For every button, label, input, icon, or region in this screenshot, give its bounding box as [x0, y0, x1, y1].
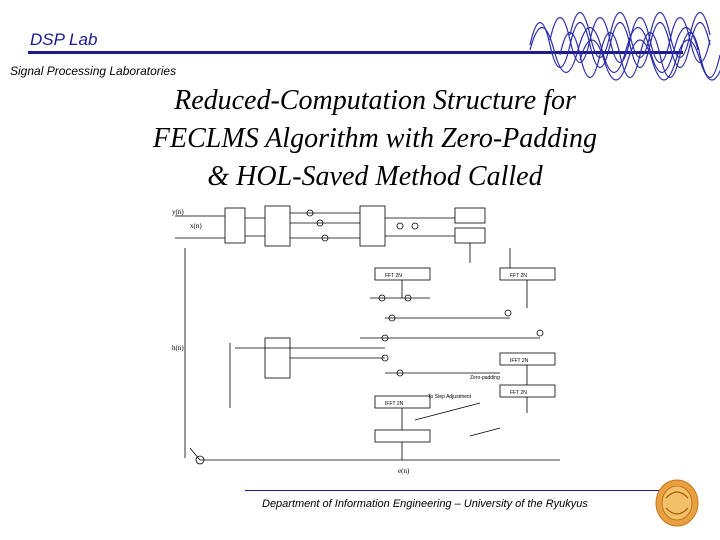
label-x-n: x(n) — [190, 222, 202, 230]
label-y-n: y(n) — [172, 208, 184, 216]
label-fft-2n-a: FFT 2N — [385, 273, 402, 279]
title-line-1: Reduced-Computation Structure for — [174, 85, 576, 116]
title-line-3: & HOL-Saved Method Called — [207, 161, 543, 192]
slide-title: Reduced-Computation Structure for FECLMS… — [60, 82, 690, 196]
label-e-n: e(n) — [398, 467, 410, 475]
label-zero-padding: Zero-padding — [470, 375, 500, 381]
label-fft-2n-c: FFT 2N — [510, 390, 527, 396]
label-fft-2n-b: FFT 2N — [510, 273, 527, 279]
header-rule — [28, 51, 683, 54]
label-ifft-2n: IFFT 2N — [510, 358, 529, 364]
feclms-block-diagram: y(n) x(n) h(n) FFT 2N FFT 2N IFFT 2N FFT… — [172, 205, 560, 475]
label-to-step: To Step Adjustment — [428, 394, 472, 400]
label-h-n: h(n) — [172, 344, 184, 352]
lab-name: DSP Lab — [30, 30, 98, 49]
footer-text: Department of Information Engineering – … — [262, 498, 588, 510]
lab-subtitle: Signal Processing Laboratories — [10, 64, 177, 78]
footer-rule — [245, 490, 660, 491]
label-ifft-2n-b: IFFT 2N — [385, 401, 404, 407]
university-seal — [655, 479, 699, 527]
wave-logo — [529, 12, 720, 81]
title-line-2: FECLMS Algorithm with Zero-Padding — [152, 123, 598, 154]
